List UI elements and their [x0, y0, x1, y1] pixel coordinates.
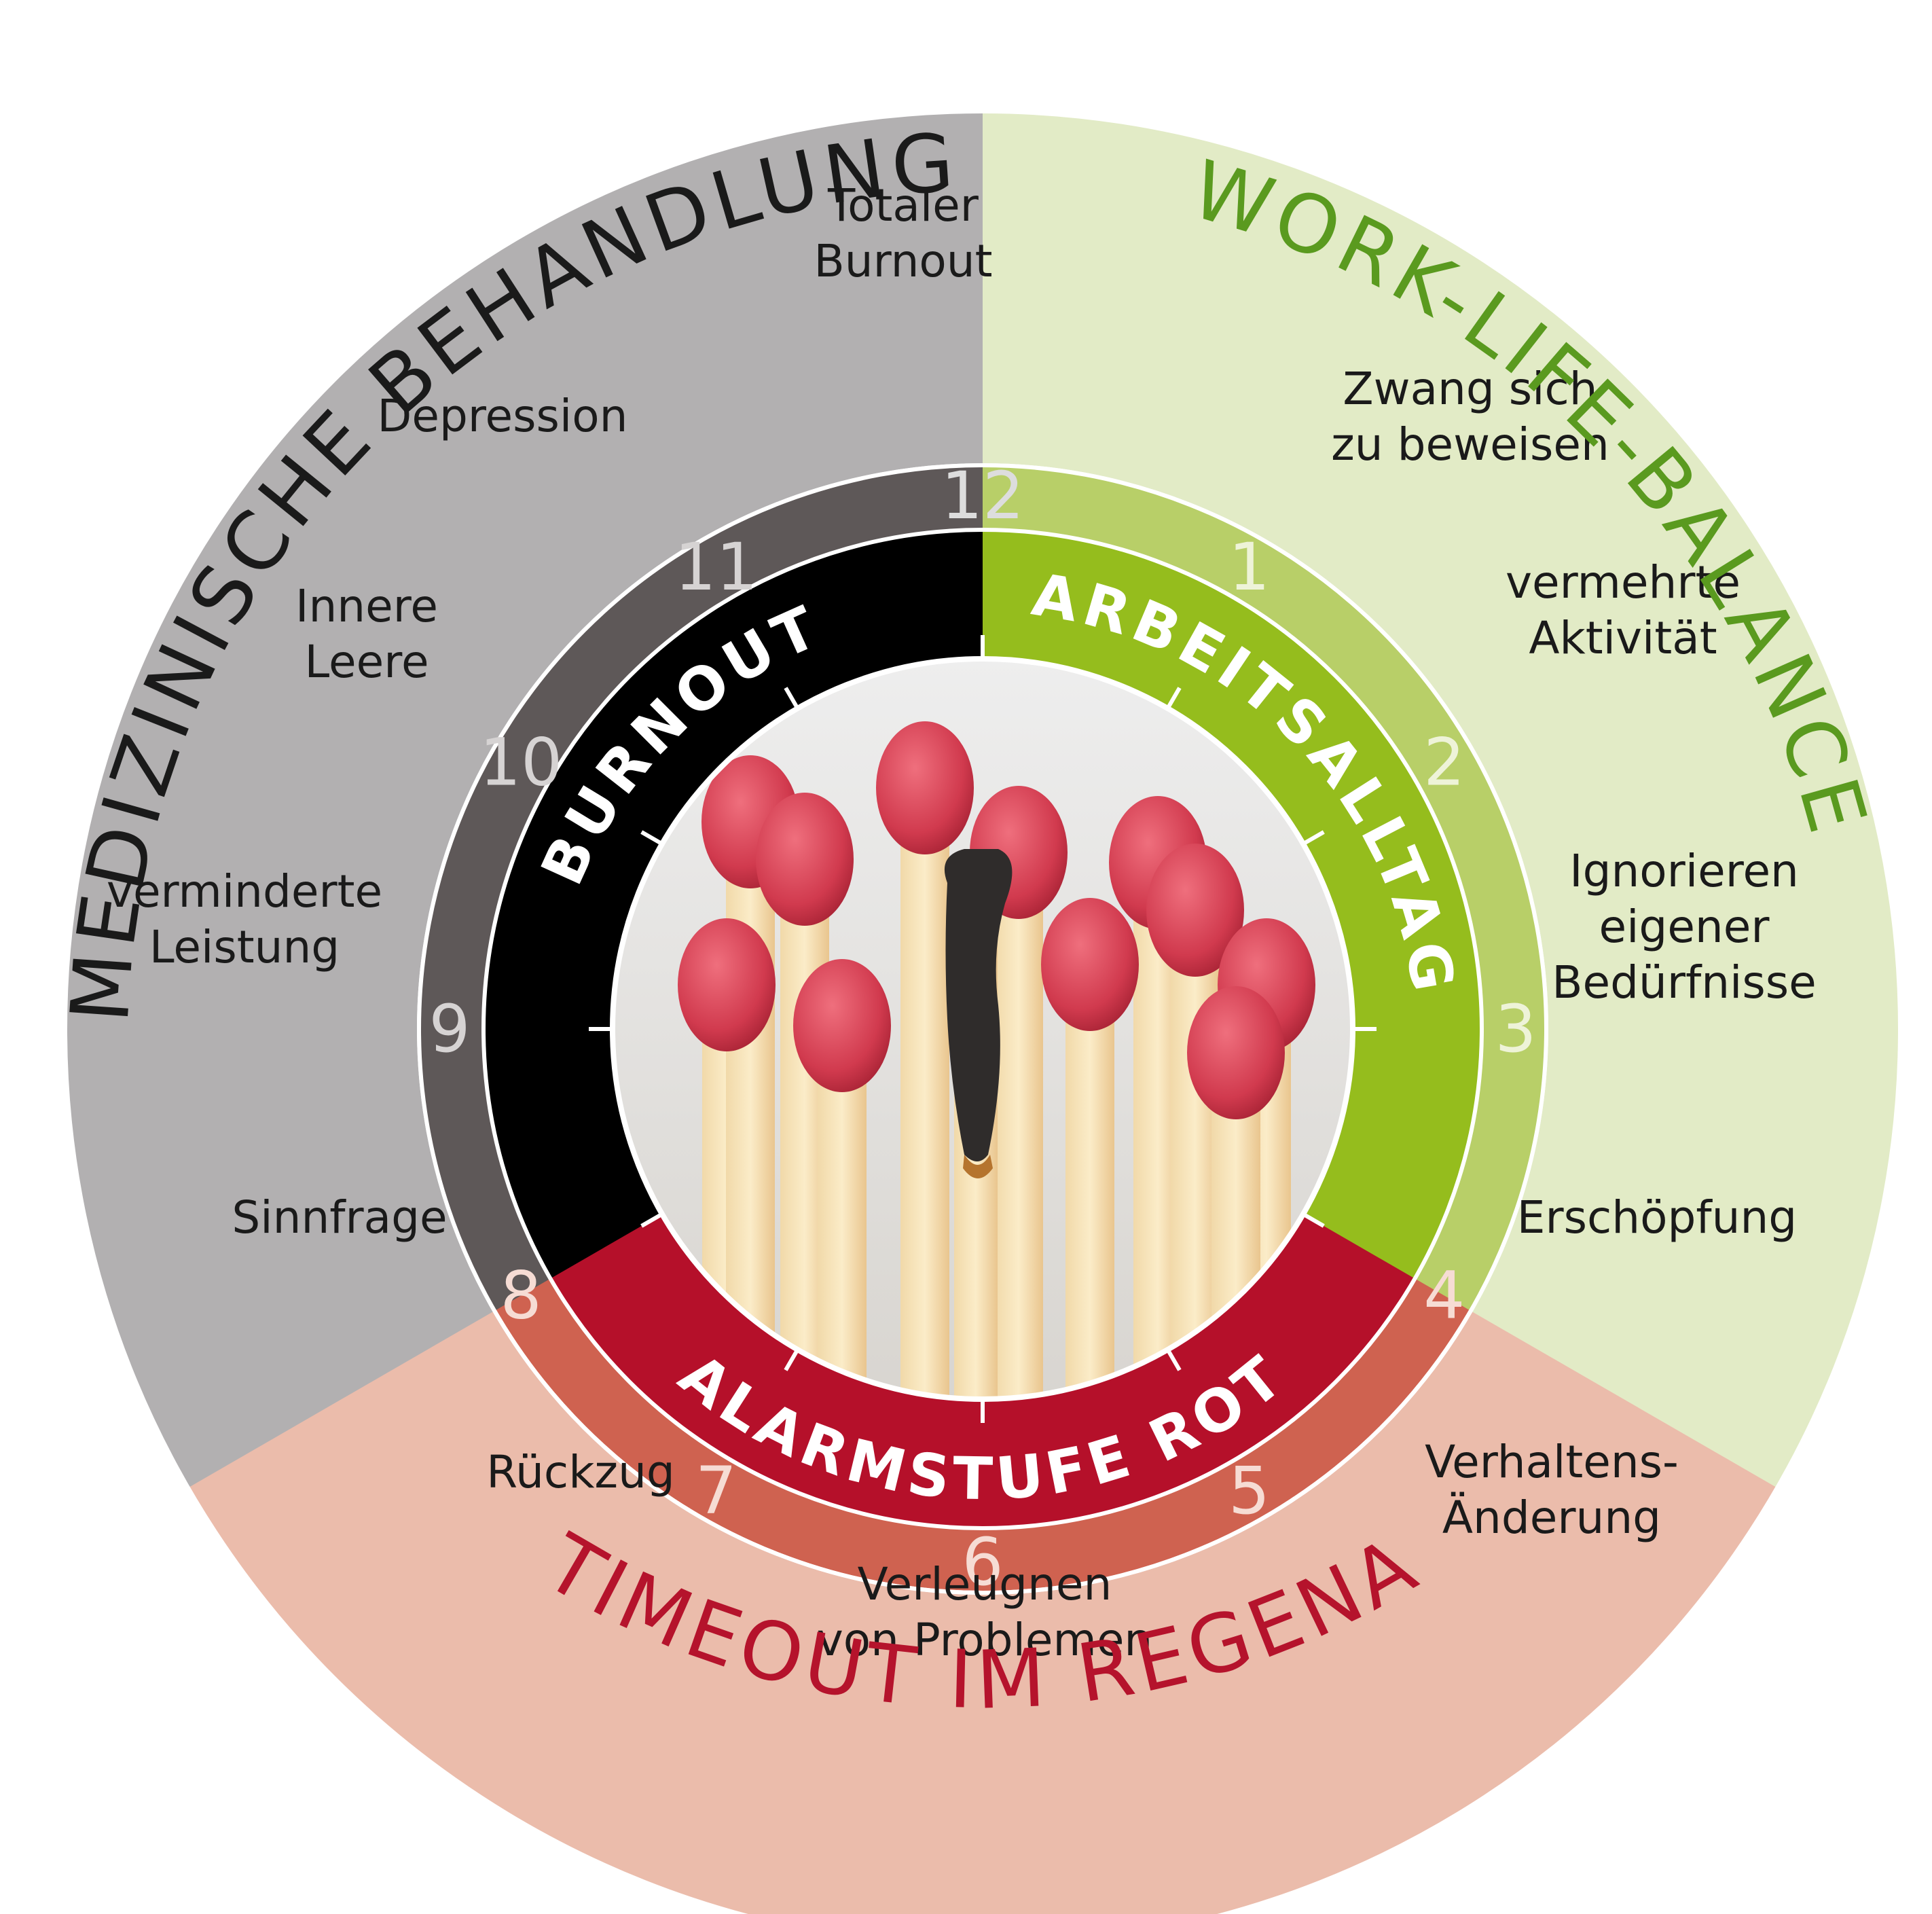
- tick-mark: [640, 830, 661, 845]
- tick-mark: [1304, 1213, 1325, 1228]
- hour-number-3: 3: [1495, 991, 1536, 1067]
- hour-number-7: 7: [695, 1453, 737, 1529]
- match-head: [793, 959, 891, 1092]
- hour-number-8: 8: [500, 1258, 542, 1334]
- hour-number-11: 11: [674, 529, 757, 605]
- match-head: [678, 918, 776, 1051]
- burnt-match-head: [944, 849, 1013, 1161]
- inner-edge: [481, 528, 1484, 1530]
- match-head: [1187, 986, 1285, 1119]
- hour-number-2: 2: [1423, 725, 1465, 801]
- stage-label-s8: Sinnfrage: [232, 1191, 447, 1244]
- tick-mark: [640, 1213, 661, 1228]
- match-head: [876, 721, 974, 854]
- match-stick: [900, 788, 949, 1399]
- tick-mark: [784, 687, 799, 708]
- tick-mark: [784, 1350, 799, 1371]
- tick-mark: [1167, 687, 1182, 708]
- hour-number-5: 5: [1228, 1453, 1270, 1529]
- tick-mark: [1304, 830, 1325, 845]
- stage-label-s7: Rückzug: [486, 1446, 675, 1498]
- hour-number-1: 1: [1228, 529, 1270, 605]
- hour-number-6: 6: [962, 1524, 1003, 1600]
- middle-edge: [417, 463, 1548, 1595]
- clock-ticks: [589, 635, 1377, 1423]
- hour-number-9: 9: [429, 991, 470, 1067]
- outer-edge: [65, 111, 1901, 1914]
- match-stick: [1065, 964, 1114, 1399]
- match-head: [1146, 844, 1244, 977]
- stage-label-s4: Erschöpfung: [1517, 1191, 1797, 1244]
- stage-label-s5: Verhaltens-Änderung: [1425, 1436, 1679, 1544]
- match-head: [756, 793, 854, 926]
- match-head: [1041, 898, 1139, 1031]
- tick-mark: [1167, 1350, 1182, 1371]
- matches-photo: [613, 659, 1353, 1399]
- hour-number-4: 4: [1423, 1258, 1465, 1334]
- photo-border: [610, 656, 1355, 1402]
- hour-number-10: 10: [479, 725, 562, 801]
- stage-label-s11: Depression: [378, 390, 628, 442]
- hour-number-12: 12: [941, 458, 1024, 534]
- burnt-match-ember: [963, 1155, 993, 1178]
- match-stick: [994, 852, 1043, 1399]
